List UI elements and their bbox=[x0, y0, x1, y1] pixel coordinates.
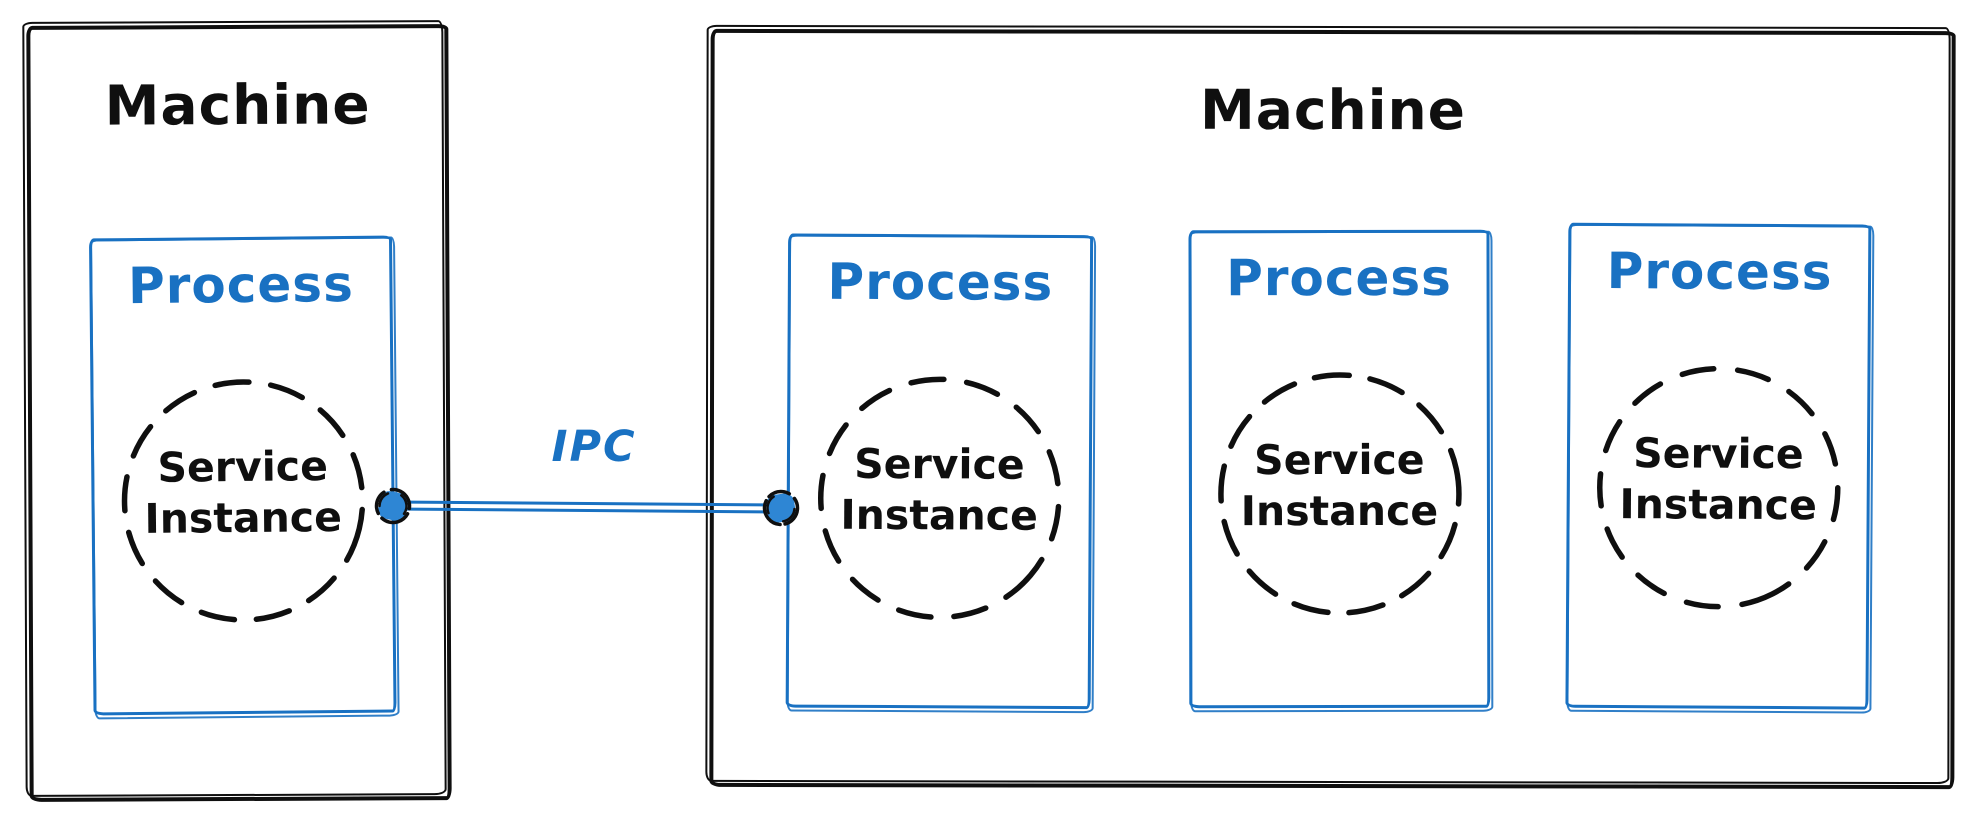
process-label: Process bbox=[1606, 241, 1833, 302]
process-box: Process Service Instance bbox=[1565, 222, 1872, 710]
service-instance-label: Service Instance bbox=[814, 373, 1065, 624]
process-box: Process Service Instance bbox=[1188, 229, 1491, 709]
service-instance-label: Service Instance bbox=[117, 375, 369, 627]
service-instance-circle: Service Instance bbox=[814, 373, 1065, 624]
dashed-circle-icon bbox=[121, 379, 365, 623]
service-instance-label: Service Instance bbox=[1214, 369, 1464, 619]
service-instance-line1: Service bbox=[1254, 435, 1425, 485]
service-instance-line2: Instance bbox=[1619, 480, 1818, 530]
machine-label: Machine bbox=[104, 72, 371, 138]
machine-box-left: Machine Process Service Instance bbox=[26, 24, 452, 802]
machine-box-right: Machine Process Service Instance Process bbox=[709, 28, 1956, 790]
service-instance-label: Service Instance bbox=[1593, 362, 1845, 614]
service-instance-circle: Service Instance bbox=[1214, 369, 1464, 619]
process-label: Process bbox=[127, 254, 355, 316]
dashed-circle-icon bbox=[817, 376, 1061, 621]
process-label: Process bbox=[827, 252, 1054, 312]
service-instance-line1: Service bbox=[157, 442, 329, 492]
process-label: Process bbox=[1226, 248, 1452, 308]
process-box: Process Service Instance bbox=[785, 233, 1094, 710]
service-instance-circle: Service Instance bbox=[117, 375, 369, 627]
dashed-circle-icon bbox=[1217, 372, 1462, 616]
connector-endpoint-dot-right bbox=[762, 489, 800, 527]
machine-label: Machine bbox=[1199, 77, 1467, 143]
ipc-connector-line bbox=[374, 487, 800, 527]
dashed-circle-icon bbox=[1596, 365, 1841, 610]
service-instance-line2: Instance bbox=[1240, 486, 1439, 536]
service-instance-line1: Service bbox=[1633, 429, 1804, 479]
service-instance-line2: Instance bbox=[840, 490, 1038, 540]
ipc-connection-label: IPC bbox=[551, 422, 637, 472]
service-instance-line1: Service bbox=[854, 439, 1025, 489]
process-box: Process Service Instance bbox=[88, 235, 397, 716]
service-instance-circle: Service Instance bbox=[1593, 362, 1845, 614]
connector-endpoint-dot-left bbox=[374, 487, 412, 525]
service-instance-line2: Instance bbox=[144, 493, 343, 543]
